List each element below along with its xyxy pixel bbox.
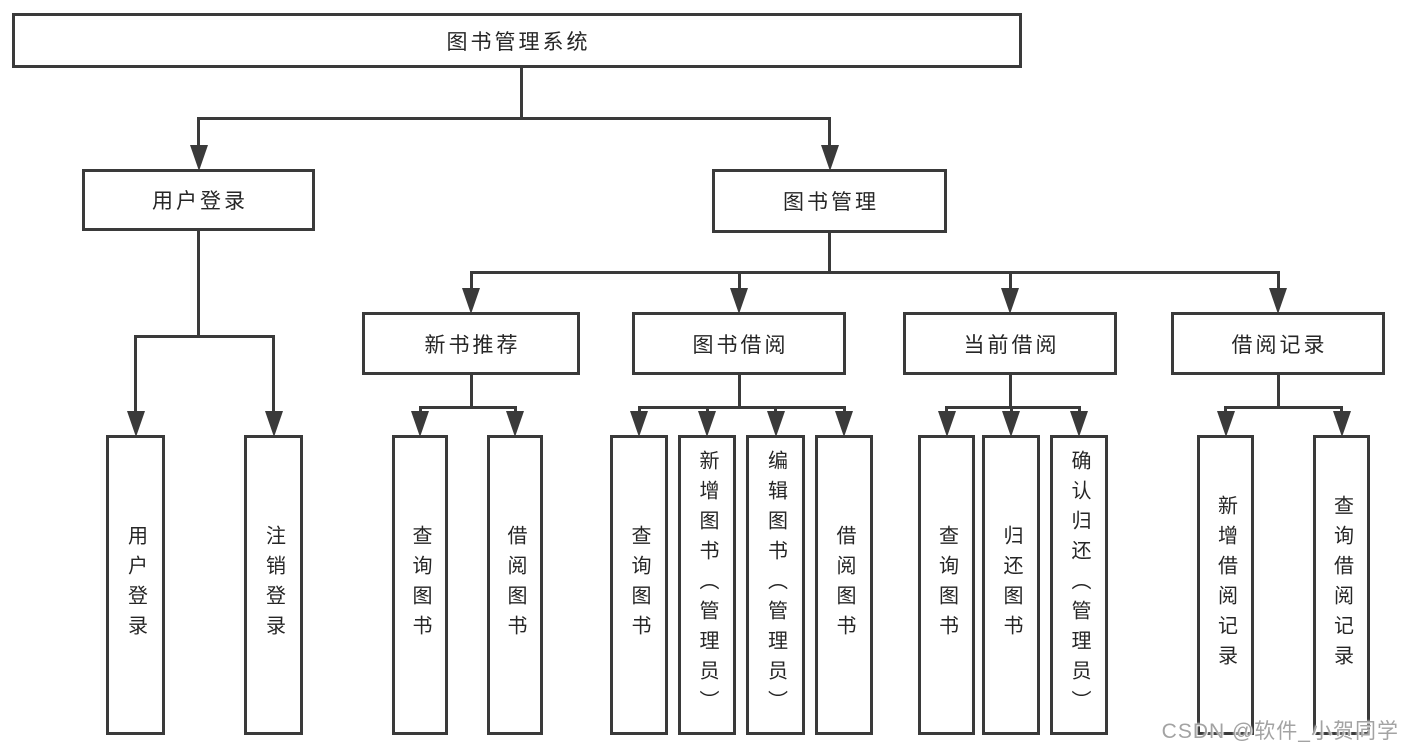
node-book-borrow: 图书借阅 (632, 312, 846, 375)
node-v-logout: 注销登录 (244, 435, 303, 735)
arrow-down-icon (1269, 288, 1287, 314)
arrow-down-icon (730, 288, 748, 314)
node-label: 新书推荐 (424, 333, 521, 357)
arrow-down-icon (462, 288, 480, 314)
arrow-down-icon (190, 145, 208, 171)
node-v-query-books-2: 查询图书 (610, 435, 668, 735)
connector-drop (197, 118, 200, 149)
connector-branch (134, 335, 275, 338)
arrow-down-icon (1333, 411, 1351, 437)
connector-stem (738, 373, 741, 407)
connector-drop (1009, 272, 1012, 292)
connector-branch (419, 406, 517, 409)
arrow-down-icon (506, 411, 524, 437)
node-v-edit-books: 编辑图书（管理员） (746, 435, 805, 735)
connector-branch (470, 271, 1280, 274)
node-book-mgmt: 图书管理 (712, 169, 947, 233)
node-label: 查询图书 (628, 525, 650, 645)
node-label: 新增图书（管理员） (696, 450, 718, 720)
connector-branch (197, 117, 831, 120)
node-root: 图书管理系统 (12, 13, 1022, 68)
arrow-down-icon (938, 411, 956, 437)
node-v-borrow-books-2: 借阅图书 (815, 435, 873, 735)
node-v-query-books-3: 查询图书 (918, 435, 975, 735)
node-label: 借阅图书 (833, 525, 855, 645)
watermark: CSDN @软件_小贺同学 (1161, 720, 1399, 743)
connector-branch (945, 406, 1081, 409)
arrow-down-icon (821, 145, 839, 171)
node-label: 查询图书 (409, 525, 431, 645)
arrow-down-icon (767, 411, 785, 437)
node-label: 新增借阅记录 (1214, 495, 1237, 675)
node-v-user-login: 用户登录 (106, 435, 165, 735)
connector-stem (197, 229, 200, 336)
node-label: 注销登录 (262, 525, 285, 645)
connector-branch (638, 406, 846, 409)
arrow-down-icon (127, 411, 145, 437)
arrow-down-icon (265, 411, 283, 437)
arrow-down-icon (1002, 411, 1020, 437)
connector-drop (272, 336, 275, 415)
connector-drop (738, 272, 741, 292)
node-label: 编辑图书（管理员） (764, 450, 787, 720)
arrow-down-icon (835, 411, 853, 437)
node-v-add-borrow-record: 新增借阅记录 (1197, 435, 1254, 735)
arrow-down-icon (411, 411, 429, 437)
node-new-book-rec: 新书推荐 (362, 312, 580, 375)
node-label: 用户登录 (152, 190, 248, 213)
node-v-return-books: 归还图书 (982, 435, 1040, 735)
node-current-borrow: 当前借阅 (903, 312, 1117, 375)
node-label: 图书借阅 (692, 333, 789, 357)
node-label: 图书管理系统 (446, 30, 591, 54)
connector-drop (828, 118, 831, 149)
arrow-down-icon (630, 411, 648, 437)
node-v-query-borrow-record: 查询借阅记录 (1313, 435, 1370, 735)
node-label: 当前借阅 (963, 333, 1060, 357)
connector-branch (1224, 406, 1343, 409)
node-v-borrow-books-1: 借阅图书 (487, 435, 543, 735)
connector-stem (1277, 373, 1280, 407)
connector-drop (470, 272, 473, 292)
node-label: 图书管理 (783, 191, 879, 214)
connector-stem (1009, 373, 1012, 407)
node-v-query-books-1: 查询图书 (392, 435, 448, 735)
node-label: 借阅图书 (504, 525, 526, 645)
connector-stem (828, 231, 831, 272)
arrow-down-icon (1001, 288, 1019, 314)
node-label: 归还图书 (1000, 525, 1022, 645)
node-v-confirm-return: 确认归还（管理员） (1050, 435, 1108, 735)
connector-drop (134, 336, 137, 415)
arrow-down-icon (698, 411, 716, 437)
node-label: 用户登录 (124, 525, 147, 645)
node-v-add-books: 新增图书（管理员） (678, 435, 736, 735)
connector-drop (1277, 272, 1280, 292)
arrow-down-icon (1070, 411, 1088, 437)
node-label: 借阅记录 (1231, 333, 1328, 357)
node-borrow-records: 借阅记录 (1171, 312, 1385, 375)
node-user-login: 用户登录 (82, 169, 315, 231)
connector-stem (470, 373, 473, 407)
connector-stem (520, 66, 523, 118)
node-label: 查询借阅记录 (1330, 495, 1353, 675)
node-label: 查询图书 (935, 525, 958, 645)
arrow-down-icon (1217, 411, 1235, 437)
node-label: 确认归还（管理员） (1068, 450, 1090, 720)
